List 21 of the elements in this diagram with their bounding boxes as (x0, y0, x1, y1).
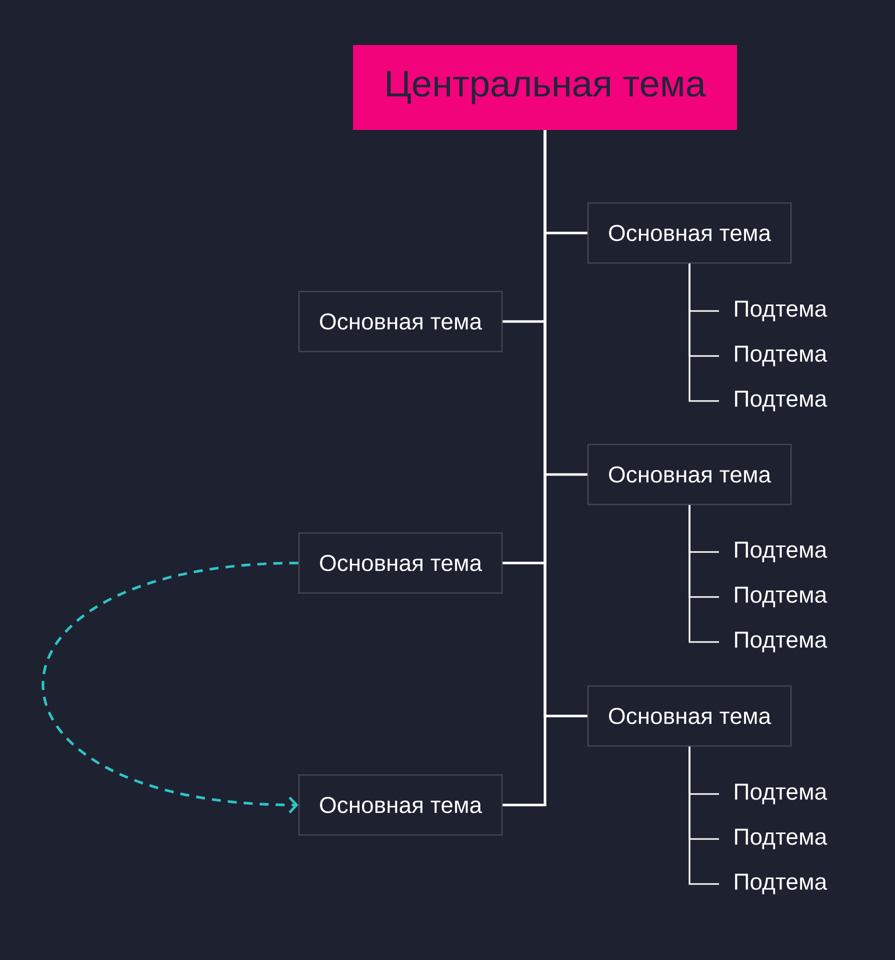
topic-box: Основная тема (587, 444, 792, 506)
subtopic-label: Подтема (735, 346, 828, 366)
topic-box: Основная тема (587, 685, 792, 747)
subtopic-label: Подтема (735, 784, 828, 804)
connector-line (688, 505, 719, 643)
topic-box: Основная тема (298, 532, 503, 594)
subtopic-label: Подтема (735, 828, 828, 850)
subtopic-label: Подтема (735, 874, 828, 894)
topic-box: Основная тема (298, 774, 503, 836)
subtopic-label: Подтема (735, 586, 828, 608)
connector-line (688, 264, 719, 402)
central-topic-box: Центральная тема (353, 45, 737, 130)
topic-box: Основная тема (587, 202, 792, 264)
dashed-arrow (42, 562, 298, 814)
subtopic-label: Подтема (735, 390, 828, 412)
subtopic-label: Подтема (735, 542, 828, 562)
connector-line (502, 130, 546, 806)
subtopic-label: Подтема (735, 632, 828, 652)
topic-box: Основная тема (298, 290, 503, 352)
connector-line (688, 746, 719, 885)
subtopic-label: Подтема (735, 300, 828, 322)
